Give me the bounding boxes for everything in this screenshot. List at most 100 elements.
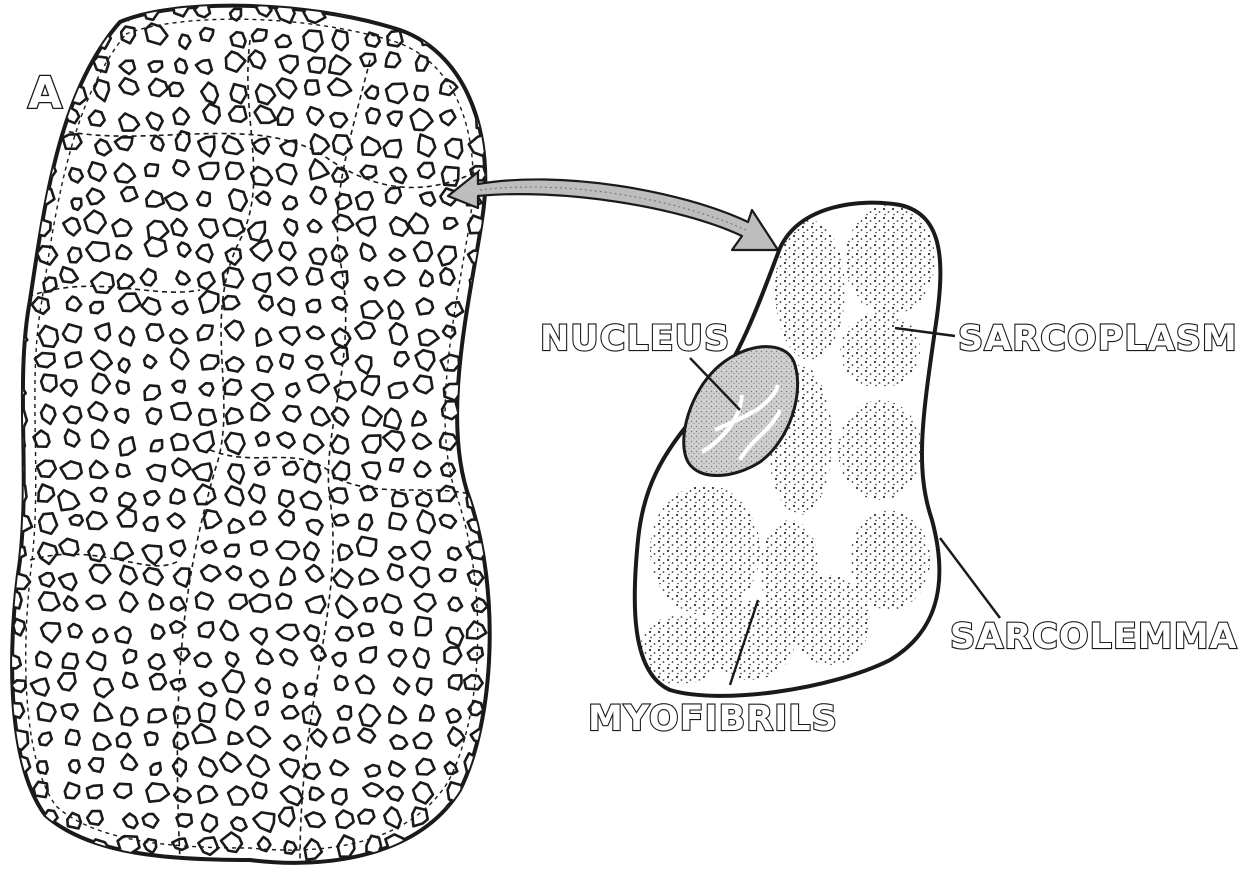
muscle-cell bbox=[174, 733, 189, 750]
muscle-cell bbox=[301, 492, 321, 510]
muscle-cell bbox=[144, 568, 163, 585]
muscle-cell bbox=[114, 784, 131, 798]
muscle-cell bbox=[10, 573, 30, 589]
muscle-cell bbox=[493, 408, 510, 428]
muscle-cell bbox=[13, 619, 25, 636]
muscle-cell bbox=[203, 104, 219, 124]
muscle-cell bbox=[174, 789, 191, 802]
muscle-cell bbox=[384, 140, 401, 157]
muscle-cell bbox=[69, 624, 82, 638]
muscle-cell bbox=[305, 463, 321, 482]
muscle-cell bbox=[390, 459, 403, 471]
muscle-cell bbox=[34, 782, 48, 797]
muscle-cell bbox=[69, 760, 80, 773]
muscle-cell bbox=[386, 188, 401, 203]
muscle-cell bbox=[491, 456, 512, 477]
muscle-cell bbox=[498, 83, 514, 98]
muscle-cell bbox=[442, 0, 455, 15]
muscle-cell bbox=[35, 353, 55, 367]
muscle-cell bbox=[117, 464, 130, 477]
muscle-cell bbox=[39, 733, 52, 746]
muscle-cell bbox=[305, 812, 324, 827]
muscle-cell bbox=[499, 701, 517, 717]
muscle-cell bbox=[416, 617, 431, 635]
muscle-cell bbox=[256, 679, 270, 694]
muscle-cell bbox=[253, 783, 267, 799]
muscle-cell bbox=[202, 541, 217, 553]
muscle-cell bbox=[359, 515, 372, 531]
sarcolemma-leader bbox=[940, 538, 1000, 618]
muscle-cell bbox=[39, 326, 58, 347]
muscle-cell bbox=[174, 707, 190, 724]
muscle-cell bbox=[152, 625, 165, 639]
muscle-cell bbox=[283, 406, 300, 422]
muscle-cell bbox=[225, 433, 245, 454]
muscle-cell bbox=[226, 357, 243, 371]
muscle-cell bbox=[70, 515, 83, 525]
muscle-cell bbox=[356, 192, 373, 209]
muscle-cell bbox=[443, 326, 455, 338]
muscle-cell bbox=[412, 4, 432, 20]
muscle-cell bbox=[14, 136, 28, 150]
muscle-cell bbox=[10, 112, 24, 125]
muscle-cell bbox=[119, 493, 135, 508]
muscle-cell bbox=[175, 59, 187, 73]
muscle-cell bbox=[150, 674, 166, 689]
muscle-cell bbox=[366, 108, 379, 123]
muscle-cell bbox=[498, 32, 512, 48]
muscle-cell bbox=[149, 710, 167, 723]
muscle-cell bbox=[441, 463, 455, 476]
muscle-cell bbox=[283, 462, 298, 474]
muscle-cell bbox=[359, 624, 373, 637]
muscle-cell bbox=[113, 219, 132, 236]
muscle-cell bbox=[497, 671, 512, 691]
muscle-cell bbox=[119, 359, 130, 373]
muscle-cell bbox=[11, 32, 29, 48]
muscle-cell bbox=[392, 492, 407, 506]
muscle-cell bbox=[447, 709, 461, 722]
muscle-cell bbox=[440, 515, 456, 528]
muscle-cell bbox=[500, 326, 514, 342]
muscle-cell bbox=[332, 168, 348, 182]
muscle-cell bbox=[226, 486, 244, 505]
muscle-cell bbox=[88, 545, 104, 562]
muscle-cell bbox=[311, 187, 326, 204]
muscle-cell bbox=[230, 595, 247, 609]
muscle-cell bbox=[303, 706, 321, 725]
muscle-cell bbox=[63, 56, 77, 69]
panel-letter: A bbox=[28, 68, 63, 119]
muscle-cell bbox=[63, 324, 81, 342]
muscle-cell bbox=[225, 545, 239, 557]
muscle-cell bbox=[63, 654, 78, 669]
sarcolemma-label: SARCOLEMMA bbox=[950, 617, 1238, 657]
muscle-cell bbox=[11, 680, 25, 692]
muscle-cell bbox=[38, 835, 52, 852]
muscle-cell bbox=[145, 237, 166, 256]
muscle-cell bbox=[14, 303, 27, 317]
muscle-cell bbox=[171, 403, 191, 420]
muscle-cell bbox=[41, 375, 56, 392]
muscle-cell bbox=[231, 32, 246, 47]
muscle-cell bbox=[151, 763, 161, 775]
muscle-cell bbox=[14, 216, 30, 230]
muscle-cell bbox=[498, 654, 512, 669]
muscle-cell bbox=[121, 708, 137, 726]
muscle-cell bbox=[121, 187, 137, 201]
muscle-cell bbox=[449, 675, 462, 689]
muscle-cell bbox=[501, 114, 512, 127]
sarcoplasm-label: SARCOPLASM bbox=[958, 319, 1238, 359]
muscle-cell bbox=[285, 841, 297, 853]
muscle-cell bbox=[11, 817, 28, 832]
muscle-cell bbox=[223, 268, 243, 288]
muscle-cell bbox=[279, 490, 293, 506]
muscle-cell bbox=[306, 356, 323, 370]
muscle-cell bbox=[226, 652, 238, 666]
muscle-cell bbox=[145, 732, 158, 745]
muscle-cell bbox=[333, 515, 348, 525]
muscle-cell bbox=[151, 440, 162, 451]
muscle-cell bbox=[90, 302, 103, 313]
muscle-cell bbox=[465, 321, 484, 340]
muscle-cell bbox=[304, 2, 326, 23]
muscle-cell bbox=[7, 655, 21, 669]
